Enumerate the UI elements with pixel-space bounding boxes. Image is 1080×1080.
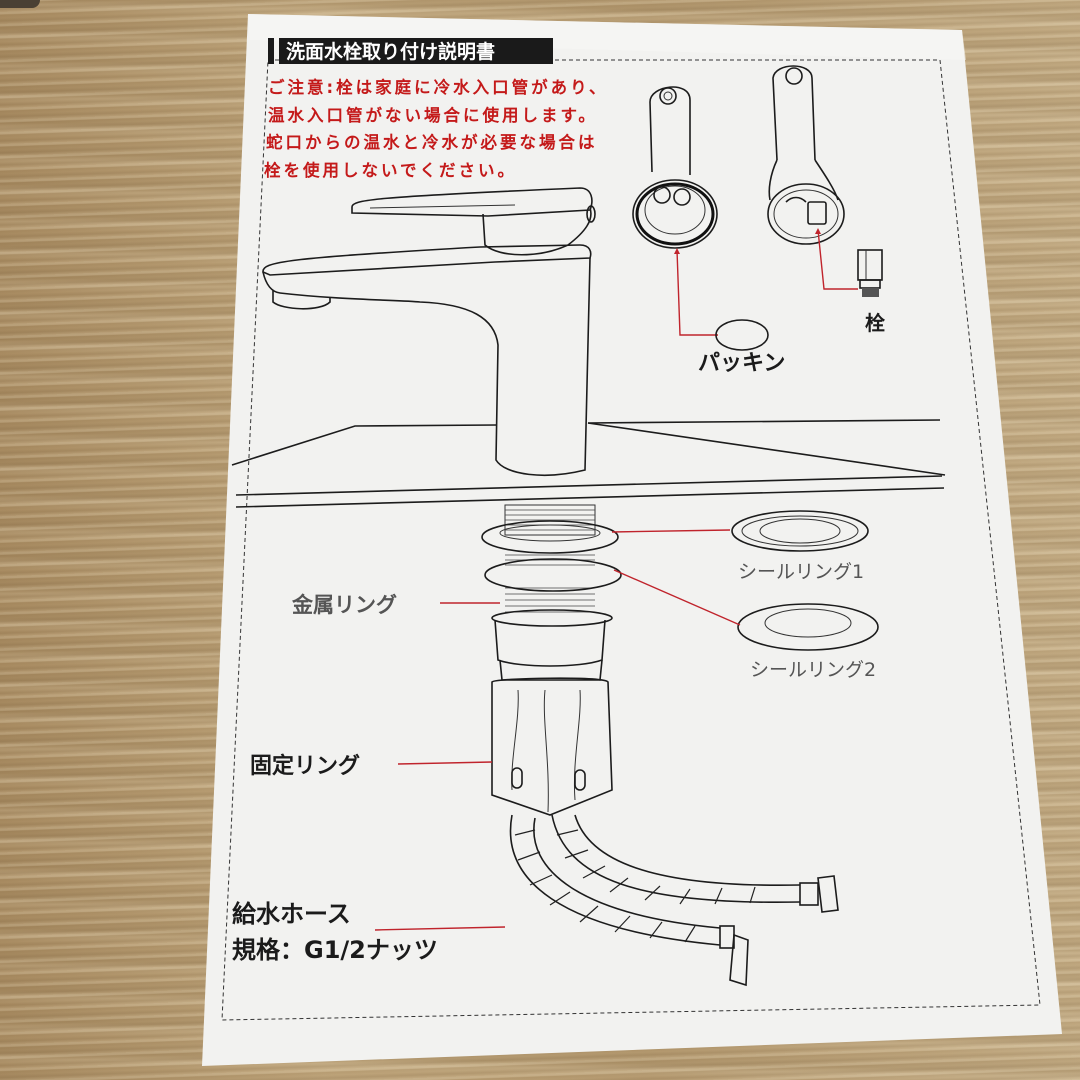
seal-ring-1-icon [731, 510, 869, 552]
packing-leader-line [676, 249, 718, 336]
notice-line-3: 蛇口からの温水と冷水が必要な場合は [266, 132, 598, 152]
label-plug: 栓 [865, 311, 885, 335]
label-hose-spec: 規格：G1/2ナッツ [232, 936, 438, 964]
label-packing: パッキン [698, 351, 785, 376]
title-bar: 洗面水栓取り付け説明書 [268, 38, 553, 64]
seal-ring-2-icon [737, 603, 879, 651]
notice-block: ご注意:栓は家庭に冷水入口管があり、 温水入口管がない場合に使用します。 蛇口か… [264, 77, 608, 180]
dark-object-corner [0, 0, 40, 8]
paper-sheet [202, 14, 1062, 1066]
plug-leader-line [817, 229, 858, 290]
dashed-border [221, 59, 1041, 1021]
seal-ring-2-leader-line [613, 569, 741, 626]
label-seal-ring-1: シールリング1 [738, 561, 864, 583]
faucet-illustration [231, 187, 946, 508]
handle-bottom-view-packing [632, 86, 718, 249]
supply-hoses-illustration [509, 814, 839, 987]
handle-bottom-view-plug [767, 65, 883, 297]
label-fixing-ring: 固定リング [250, 753, 360, 779]
plug-part-icon [857, 249, 883, 297]
notice-line-2: 温水入口管がない場合に使用します。 [268, 105, 598, 125]
notice-line-4: 栓を使用しないでください。 [264, 160, 517, 180]
shank-assembly [481, 504, 622, 816]
label-metal-ring: 金属リング [291, 593, 397, 617]
packing-o-ring-icon [715, 319, 769, 351]
fixing-ring-leader-line [397, 761, 493, 765]
label-supply-hose: 給水ホース [232, 900, 351, 928]
notice-line-1: ご注意:栓は家庭に冷水入口管があり、 [268, 77, 608, 97]
seal-ring-1-leader-line [611, 529, 731, 533]
document-title: 洗面水栓取り付け説明書 [286, 40, 495, 63]
label-seal-ring-2: シールリング2 [750, 659, 876, 681]
supply-hose-leader-line [374, 926, 506, 931]
